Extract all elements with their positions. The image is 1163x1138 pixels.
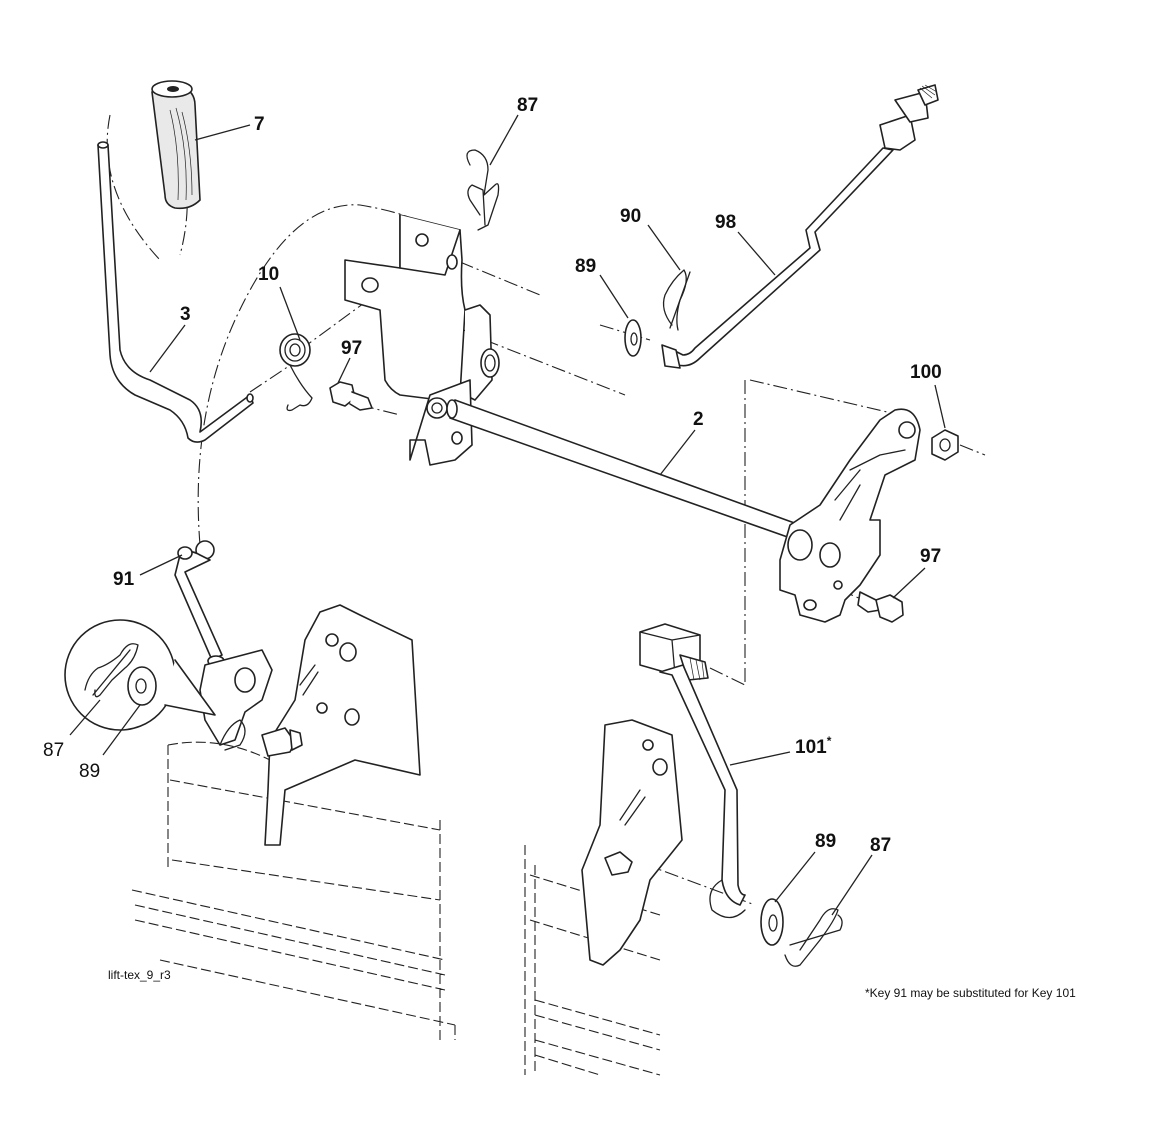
hairpin-part-90 <box>662 269 691 331</box>
leader-lines <box>69 114 946 916</box>
callout-97-upper: 97 <box>341 338 362 359</box>
hairpin-part-87-upper <box>466 149 500 231</box>
shoulder-bolt-part-97-lower <box>857 591 904 623</box>
callout-97-lower: 97 <box>920 546 941 567</box>
adjust-rod-part-98 <box>661 84 939 369</box>
callout-89-inset: 89 <box>79 761 100 782</box>
callout-labels: 7 87 90 98 89 10 3 97 100 2 97 91 87 89 … <box>43 95 942 856</box>
callout-2: 2 <box>693 409 704 430</box>
callout-3: 3 <box>180 304 191 325</box>
callout-89-lower: 89 <box>815 831 836 852</box>
callout-98: 98 <box>715 212 736 233</box>
shoulder-bolt-part-97-upper <box>329 381 373 411</box>
hairpin-part-87-lower <box>784 908 843 967</box>
lift-arm-bracket-right <box>779 408 921 623</box>
callout-10: 10 <box>258 264 279 285</box>
deck-frame-outline <box>131 741 661 1076</box>
deck-bracket-right <box>581 719 683 966</box>
callout-101: 101* <box>795 734 832 758</box>
lift-lever-part-3 <box>97 141 254 443</box>
lift-link-part-101 <box>639 623 746 919</box>
washer-part-89-upper <box>624 319 642 357</box>
callout-87-upper: 87 <box>517 95 538 116</box>
callout-90: 90 <box>620 206 641 227</box>
callout-100: 100 <box>910 362 942 383</box>
detail-inset <box>64 619 216 731</box>
callout-7: 7 <box>254 114 265 135</box>
callout-87-inset: 87 <box>43 740 64 761</box>
drawing-id: lift-tex_9_r3 <box>108 968 171 982</box>
washer-part-89-lower <box>760 898 784 946</box>
torsion-spring-part-10 <box>279 333 313 412</box>
footnote: *Key 91 may be substituted for Key 101 <box>865 986 1076 1000</box>
deck-bracket-left <box>199 604 421 846</box>
callout-91: 91 <box>113 569 135 590</box>
callout-89-upper: 89 <box>575 256 596 277</box>
callout-87-lower: 87 <box>870 835 891 856</box>
hex-nut-part-100 <box>931 429 959 461</box>
lift-shaft-part-2 <box>446 399 801 541</box>
lift-link-part-91 <box>174 540 225 667</box>
handle-grip-part-7 <box>151 80 201 210</box>
pivot-bracket <box>344 214 500 466</box>
